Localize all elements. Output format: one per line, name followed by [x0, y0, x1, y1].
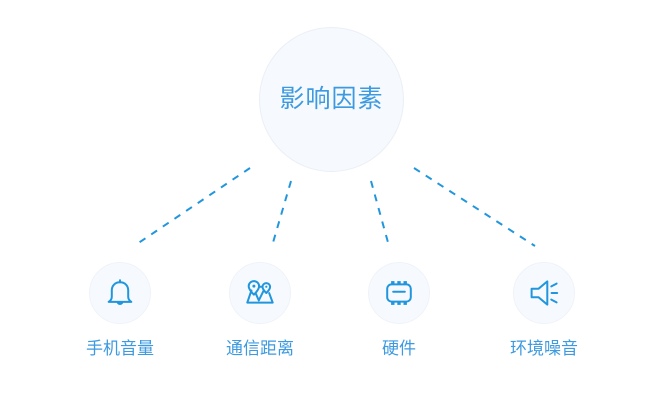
hub-node[interactable]: 影响因素	[259, 27, 404, 172]
factor-icon-circle	[513, 262, 575, 324]
map-pins-icon	[243, 276, 277, 310]
factor-icon-circle	[229, 262, 291, 324]
connector-line-hardware	[370, 180, 390, 247]
factor-node-ambient-noise[interactable]: 环境噪音	[484, 262, 604, 357]
connector-line-distance	[271, 180, 292, 247]
factor-icon-circle	[368, 262, 430, 324]
connector-line-noise	[413, 167, 536, 247]
factor-node-hardware[interactable]: 硬件	[339, 262, 459, 357]
hub-label: 影响因素	[279, 85, 384, 113]
speaker-icon	[527, 276, 561, 310]
factor-icon-circle	[89, 262, 151, 324]
factor-label: 手机音量	[86, 339, 154, 358]
factor-label: 硬件	[382, 339, 416, 358]
factor-node-phone-volume[interactable]: 手机音量	[60, 262, 180, 357]
chip-icon	[382, 276, 416, 310]
connector-line-phone-volume	[133, 167, 251, 247]
bell-icon	[103, 276, 137, 310]
factor-node-distance[interactable]: 通信距离	[200, 262, 320, 357]
factor-label: 通信距离	[226, 339, 294, 358]
factor-label: 环境噪音	[510, 339, 578, 358]
